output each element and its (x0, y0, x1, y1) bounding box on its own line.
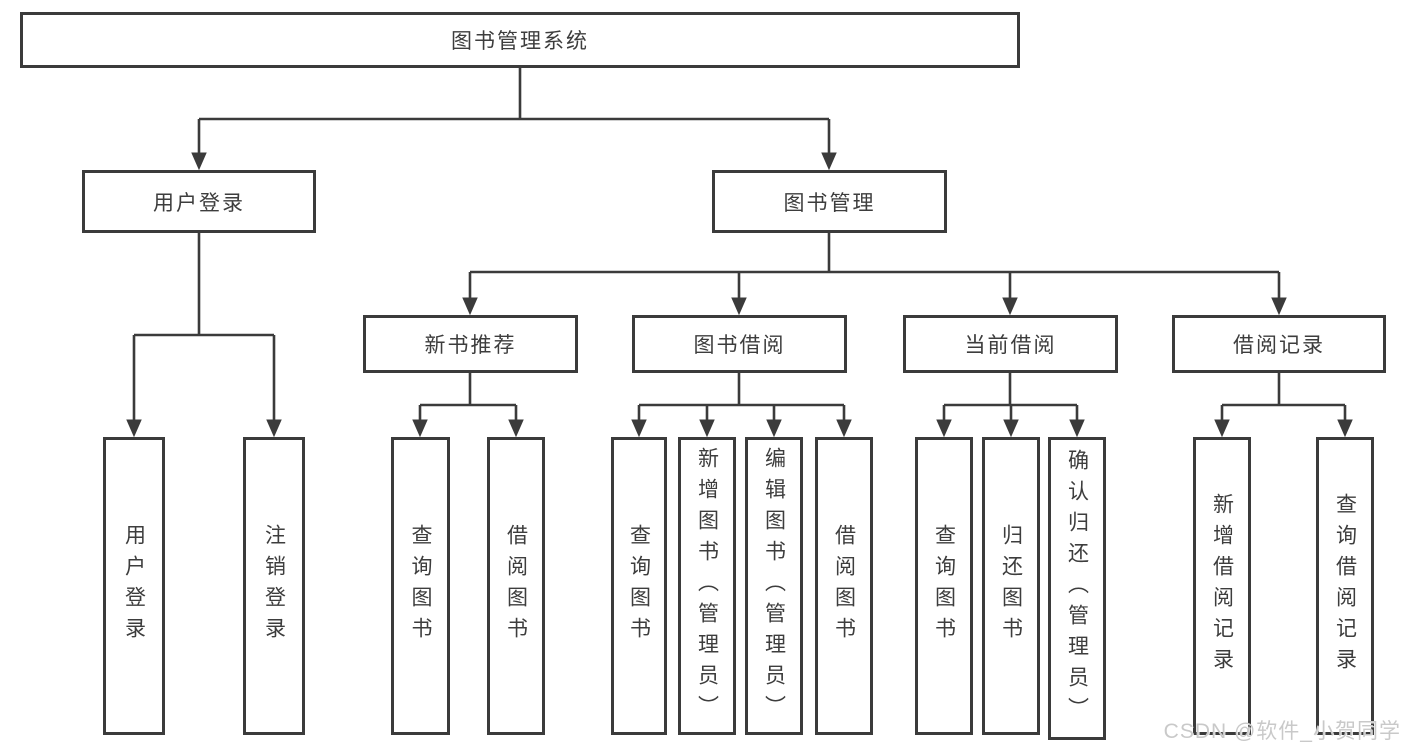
node-new-book-recommendation: 新书推荐 (363, 315, 578, 373)
node-label: 查询借阅记录 (1333, 493, 1357, 679)
node-library-management-system: 图书管理系统 (20, 12, 1020, 68)
leaf-add-books-admin: 新增图书（管理员） (678, 437, 736, 735)
node-label: 注销登录 (262, 524, 286, 648)
leaf-query-books-current: 查询图书 (915, 437, 973, 735)
node-label: 新书推荐 (424, 334, 517, 357)
node-label: 图书管理系统 (451, 30, 589, 53)
node-label: 图书借阅 (693, 334, 786, 357)
node-label: 确认归还（管理员） (1065, 449, 1089, 728)
node-label: 图书管理 (783, 191, 876, 215)
leaf-borrow-books: 借阅图书 (815, 437, 873, 735)
node-label: 查询图书 (627, 524, 651, 648)
node-book-management: 图书管理 (712, 170, 947, 233)
arrowheads (126, 152, 1353, 438)
leaf-user-login: 用户登录 (103, 437, 165, 735)
node-label: 新增借阅记录 (1210, 493, 1234, 679)
node-label: 查询图书 (932, 524, 956, 648)
node-label: 用户登录 (153, 191, 245, 215)
node-current-borrowing: 当前借阅 (903, 315, 1118, 373)
node-label: 借阅记录 (1233, 334, 1325, 357)
leaf-query-borrow-record: 查询借阅记录 (1316, 437, 1374, 735)
leaf-query-books-borrow: 查询图书 (611, 437, 667, 735)
node-user-login: 用户登录 (82, 170, 316, 233)
leaf-return-books: 归还图书 (982, 437, 1040, 735)
node-label: 编辑图书（管理员） (762, 446, 786, 726)
node-book-borrowing: 图书借阅 (632, 315, 847, 373)
leaf-borrow-books-recommend: 借阅图书 (487, 437, 545, 735)
leaf-confirm-return-admin: 确认归还（管理员） (1048, 437, 1106, 740)
leaf-logout: 注销登录 (243, 437, 305, 735)
node-label: 当前借阅 (964, 334, 1057, 357)
connector-path (132, 68, 1347, 421)
node-borrowing-records: 借阅记录 (1172, 315, 1386, 373)
node-label: 借阅图书 (832, 524, 856, 648)
node-label: 新增图书（管理员） (695, 446, 719, 726)
leaf-query-books-recommend: 查询图书 (391, 437, 450, 735)
leaf-edit-books-admin: 编辑图书（管理员） (745, 437, 803, 735)
node-label: 归还图书 (999, 524, 1023, 648)
node-label: 查询图书 (409, 524, 432, 648)
leaf-add-borrow-record: 新增借阅记录 (1193, 437, 1251, 735)
node-label: 借阅图书 (504, 524, 528, 648)
node-label: 用户登录 (122, 524, 146, 648)
csdn-watermark: CSDN @软件_小贺同学 (1163, 720, 1401, 743)
